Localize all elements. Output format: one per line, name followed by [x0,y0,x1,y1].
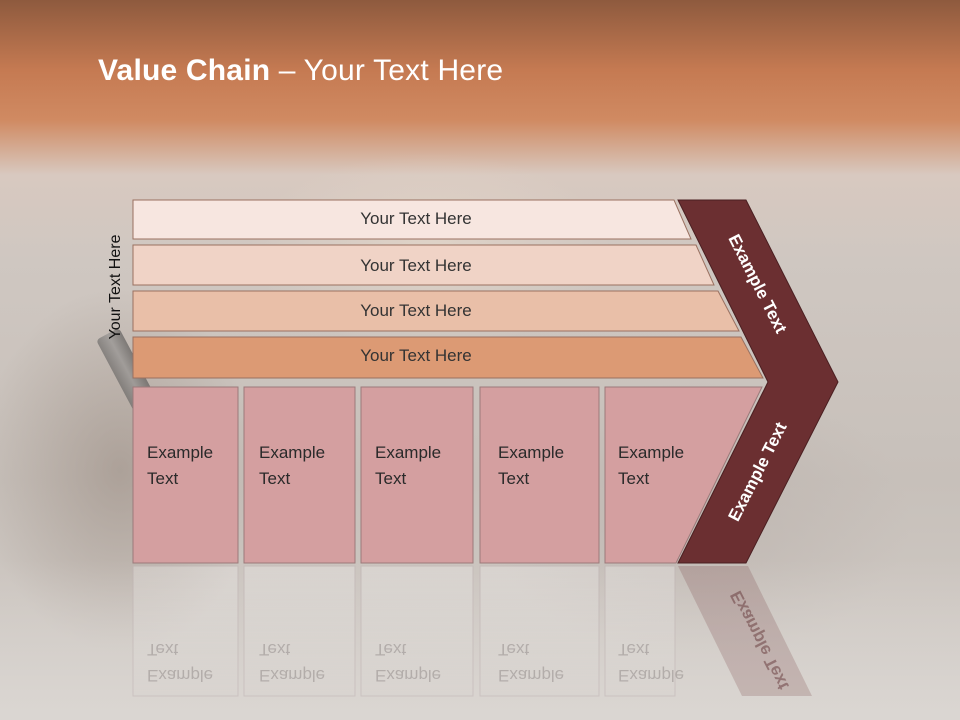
primary-cell-3 [360,386,474,564]
cell-label-line1: Example [147,443,214,462]
cell-label-line1: Example [375,443,442,462]
reflected-line2: Text [375,640,407,659]
reflected-line1: Example [498,666,565,685]
primary-cell-2 [243,386,356,564]
primary-cell-5 [604,386,763,564]
reflection-cell [604,565,676,697]
support-row-label: Your Text Here [360,209,472,228]
reflected-line2: Text [259,640,291,659]
reflected-cell-label: Example Text [147,636,247,688]
reflected-cell-label: Example Text [498,636,598,688]
primary-cell-4 [479,386,600,564]
primary-cells [132,386,763,564]
reflected-cell-label: Example Text [259,636,359,688]
cell-label-line1: Example [498,443,565,462]
support-row-4 [132,336,764,379]
cell-label-line1: Example [259,443,326,462]
reflection-cell [479,565,600,697]
reflected-line1: Example [618,666,685,685]
reflected-line2: Text [618,640,650,659]
slide-title-rest: – Your Text Here [270,54,504,87]
reflected-line1: Example [259,666,326,685]
margin-arrow [677,199,839,564]
reflected-line2: Text [147,640,179,659]
reflection-cell [243,565,356,697]
support-row-2 [132,244,715,286]
support-rows [132,199,764,379]
reflected-cell-label: Example Text [375,636,475,688]
cell-label-line2: Text [498,469,530,488]
reflection-arrow [678,566,812,696]
reflection [132,565,812,697]
cell-label-line2: Text [375,469,407,488]
reflected-line2: Text [498,640,530,659]
slide-title-bold: Value Chain [98,54,271,87]
reflected-line1: Example [375,666,442,685]
reflected-cell-label: Example Text [618,636,718,688]
reflection-cell [132,565,239,697]
support-row-label: Your Text Here [360,301,472,320]
support-row-1 [132,199,692,240]
cell-label-line2: Text [147,469,179,488]
cell-label-line2: Text [259,469,291,488]
reflected-line1: Example [147,666,214,685]
reflection-cell [360,565,474,697]
cell-label-line2: Text [618,469,650,488]
cell-label-line1: Example [618,443,685,462]
primary-cell-1 [132,386,239,564]
support-row-label: Your Text Here [360,256,472,275]
support-row-label: Your Text Here [360,346,472,365]
support-row-3 [132,290,740,332]
slide-title: Value Chain – Your Text Here [98,54,503,88]
